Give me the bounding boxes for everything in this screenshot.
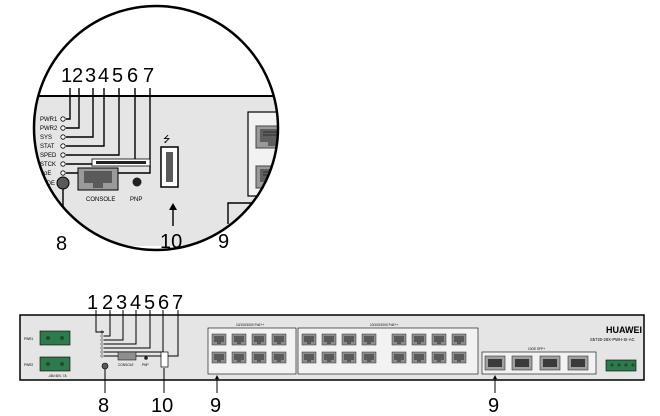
front-sfp-group: 10GE SFP+ bbox=[481, 347, 597, 375]
front-led-dots bbox=[100, 330, 104, 358]
zoom-pnp-label: PNP bbox=[130, 197, 142, 203]
front-callout-4: 4 bbox=[130, 292, 141, 314]
callout-5: 5 bbox=[112, 65, 123, 87]
led-stat bbox=[60, 143, 66, 149]
front-callout-5: 5 bbox=[144, 292, 155, 314]
front-console-port bbox=[117, 351, 137, 361]
front-callout-9-right: 9 bbox=[488, 395, 499, 416]
led-label-sys: SYS bbox=[40, 135, 52, 141]
front-callout-9-left: 9 bbox=[210, 395, 221, 416]
callout-10-top: 10 bbox=[160, 231, 182, 253]
zoom-circle-border bbox=[32, 4, 280, 252]
mode-button bbox=[56, 176, 70, 190]
callout-9-top: 9 bbox=[218, 231, 229, 253]
front-mode-button bbox=[101, 362, 109, 370]
zoom-pe-group: PE ⎓7 A PE bbox=[3, 111, 29, 189]
zoom-usb-port bbox=[160, 146, 179, 188]
front-panel: PWR1 PWR2 -48V-60V, 7A CONS bbox=[19, 310, 645, 393]
front-group-label-2: 10/100/1000 PoE++ bbox=[370, 323, 398, 327]
zoom-console-label: CONSOLE bbox=[86, 197, 115, 203]
led-sped bbox=[60, 152, 66, 158]
front-power-connector-2 bbox=[39, 356, 71, 372]
front-power-modules: PWR1 PWR2 -48V-60V, 7A bbox=[24, 330, 71, 378]
zoom-power-short: ⎓7 A bbox=[12, 144, 25, 150]
led-label-sped: SPED bbox=[40, 153, 57, 159]
callout-3: 3 bbox=[85, 65, 96, 87]
zoom-usb-symbol: ⭍ bbox=[163, 134, 171, 144]
led-label-stat: STAT bbox=[40, 144, 55, 150]
led-pwr2 bbox=[60, 125, 66, 131]
front-brand: HUAWEI bbox=[606, 325, 642, 335]
front-pnp-label: PNP bbox=[142, 363, 149, 367]
callout-4: 4 bbox=[98, 65, 109, 87]
front-usb-port bbox=[160, 351, 169, 368]
callout-7: 7 bbox=[143, 65, 154, 87]
zoom-pnp-button bbox=[132, 177, 142, 187]
led-label-stck: STCK bbox=[40, 162, 56, 168]
callout-6: 6 bbox=[127, 65, 138, 87]
front-sfp-label: 10GE SFP+ bbox=[528, 347, 545, 351]
front-rj45-group-2: 10/100/1000 PoE++ bbox=[297, 323, 479, 375]
zoom-power-connector-1 bbox=[3, 119, 29, 139]
led-poe bbox=[60, 170, 66, 176]
led-pwr1 bbox=[60, 116, 66, 122]
front-model: S5720-28X-PWH-SI-AC bbox=[590, 337, 635, 342]
front-pwr2-label: PWR2 bbox=[24, 363, 33, 367]
led-label-pwr2: PWR2 bbox=[40, 126, 58, 132]
front-terminal-block bbox=[605, 359, 637, 372]
zoom-console-port bbox=[77, 167, 119, 191]
led-label-pwr1: PWR1 bbox=[40, 117, 58, 123]
zoom-usb-arrow bbox=[169, 203, 177, 210]
front-group-label-1: 10/100/1000 PoE++ bbox=[236, 323, 264, 327]
zoom-circle: PE ⎓7 A PE PWR1 PWR2 SYS STAT SPED STCK … bbox=[3, 4, 280, 252]
callout-8-top: 8 bbox=[56, 233, 67, 255]
zoom-power-connector-2 bbox=[3, 169, 29, 189]
front-rj45-group-1: 10/100/1000 PoE++ bbox=[207, 323, 297, 375]
front-pwr-rating: -48V-60V, 7A bbox=[48, 374, 68, 378]
zoom-pe-label-1: PE bbox=[18, 111, 26, 117]
front-callout-1: 1 bbox=[87, 292, 98, 314]
callout-2: 2 bbox=[72, 65, 83, 87]
zoom-rj45-bottom bbox=[255, 165, 278, 189]
zoom-port-arrow bbox=[263, 200, 271, 206]
front-callout-10: 10 bbox=[151, 395, 173, 416]
front-pwr1-label: PWR1 bbox=[24, 337, 33, 341]
callouts-top: 1 2 3 4 5 6 7 8 10 9 bbox=[56, 65, 229, 255]
front-power-connector-1 bbox=[39, 330, 71, 346]
front-callout-6: 6 bbox=[158, 292, 169, 314]
front-console-label: CONSOLE bbox=[118, 363, 134, 367]
zoom-pe-label-2: PE bbox=[18, 161, 26, 167]
front-callout-2: 2 bbox=[102, 292, 113, 314]
callout-1: 1 bbox=[61, 65, 72, 87]
led-label-poe: PoE bbox=[40, 171, 51, 177]
callouts-bottom: 1 2 3 4 5 6 7 8 10 9 9 bbox=[87, 292, 499, 416]
front-callout-8: 8 bbox=[98, 395, 109, 416]
led-stck bbox=[60, 161, 66, 167]
zoom-led-list: PWR1 PWR2 SYS STAT SPED STCK PoE MODE bbox=[37, 116, 70, 190]
front-pnp-button bbox=[144, 356, 148, 360]
led-sys bbox=[60, 134, 66, 140]
front-callout-3: 3 bbox=[116, 292, 127, 314]
zoom-rj45-top bbox=[255, 125, 278, 149]
front-callout-7: 7 bbox=[172, 292, 183, 314]
